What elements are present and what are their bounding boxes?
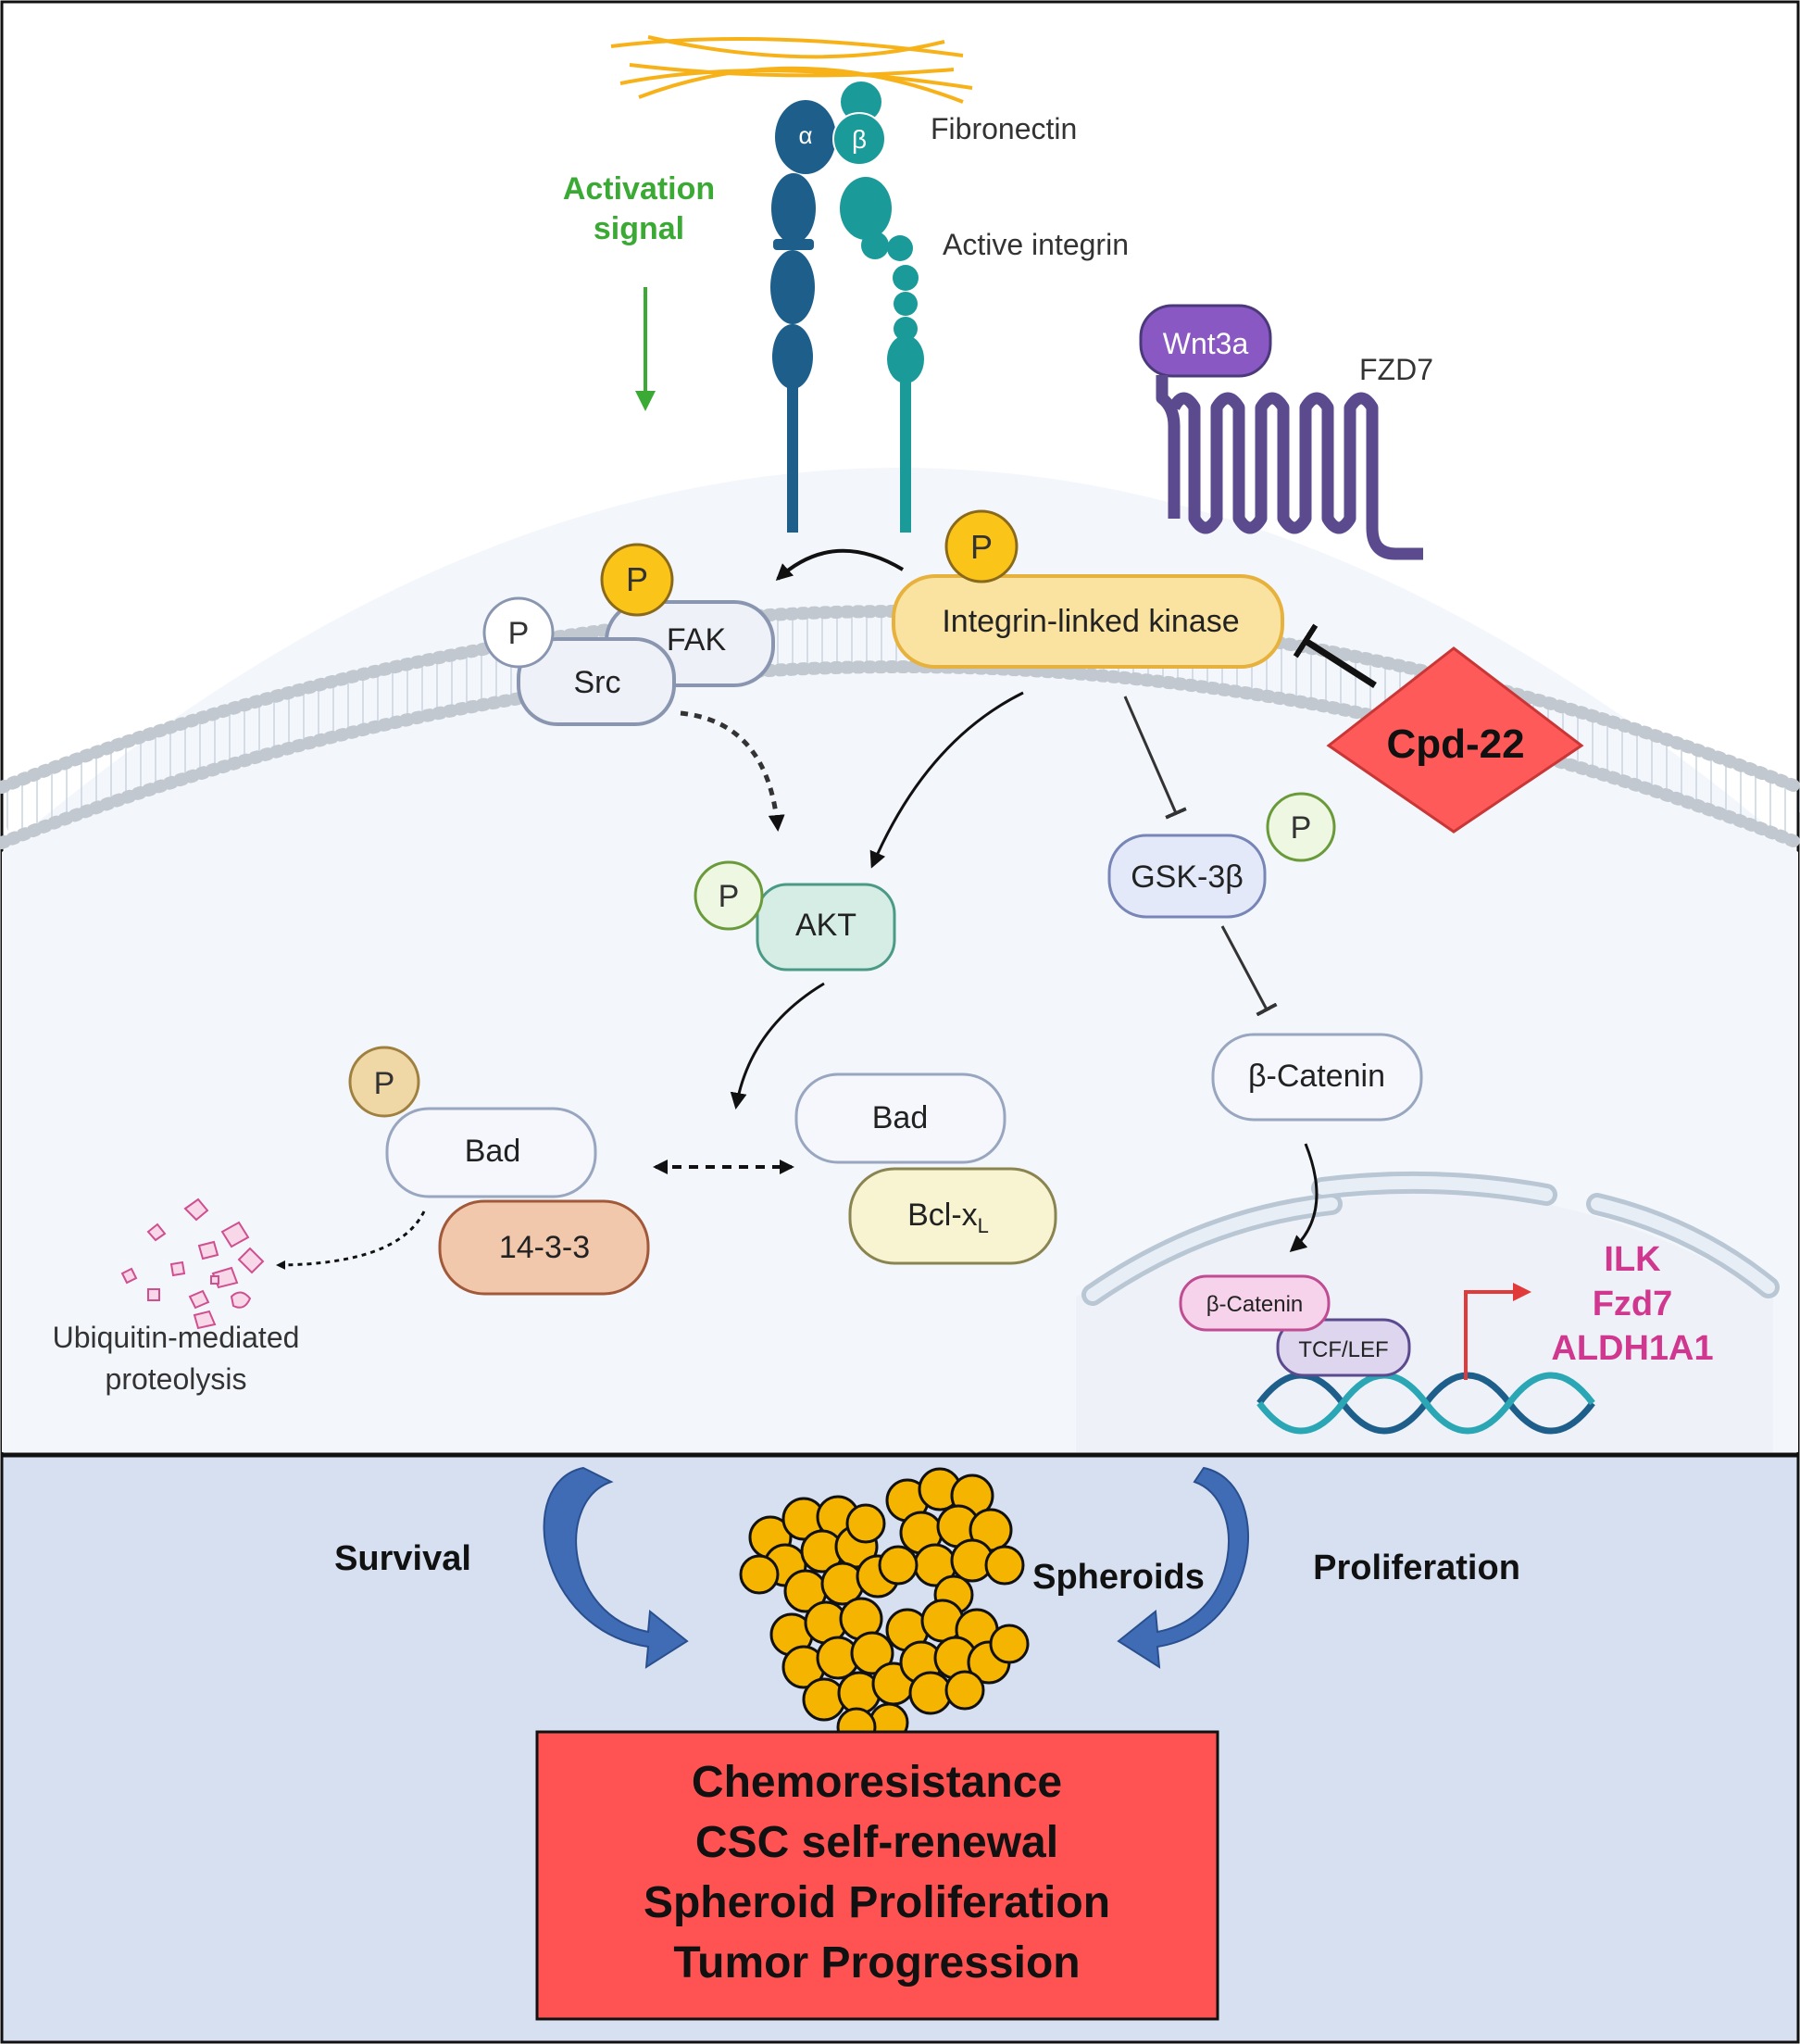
ilk-to-fak-arrow [775, 548, 905, 582]
akt-phospho-label: P [719, 879, 740, 914]
akt-phospho [694, 860, 764, 931]
gsk-label: GSK-3β [1131, 859, 1244, 895]
src-phospho [482, 596, 555, 669]
bad-box [794, 1072, 1006, 1164]
proliferation-curved-arrow [1117, 1466, 1250, 1669]
bad-phospho-box [385, 1107, 597, 1198]
ilk-box [892, 574, 1284, 669]
src-to-akt-arrow [680, 710, 785, 832]
akt-label: AKT [795, 908, 856, 943]
ilk-phospho-label: P [970, 528, 993, 566]
src-phospho-label: P [508, 616, 530, 651]
ilk-inhibit-gsk [1123, 696, 1187, 820]
active-integrin-label: Active integrin [943, 228, 1129, 261]
ilk-label: Integrin-linked kinase [942, 604, 1239, 639]
bad-phospho-label: Bad [465, 1134, 521, 1169]
activation-signal-line1: Activation [563, 171, 715, 207]
survival-label: Survival [334, 1539, 471, 1578]
integrin-beta [832, 82, 924, 533]
nuclear-envelope-inner [1086, 1175, 1775, 1301]
activation-signal-line2: signal [594, 211, 684, 246]
integrin-alpha-label: α [798, 121, 812, 149]
nuc-bcat-box [1179, 1274, 1331, 1332]
p1433-box [438, 1199, 650, 1296]
gsk-phospho-label: P [1291, 810, 1312, 846]
gsk-inhibit-bcat [1220, 925, 1278, 1017]
fak-phospho-label: P [626, 560, 648, 598]
bad-label: Bad [872, 1100, 929, 1135]
akt-box [756, 883, 896, 972]
ubiquitin-label-line1: Ubiquitin-mediated [53, 1321, 300, 1354]
akt-to-bad-arrow [730, 982, 825, 1110]
cpd22-label: Cpd-22 [1386, 721, 1524, 767]
gsk-phospho [1266, 792, 1336, 862]
fzd7-label: FZD7 [1359, 353, 1433, 386]
peptide-fragments [120, 1198, 265, 1330]
survival-curved-arrow [543, 1466, 689, 1669]
outcome-tumor-progression: Tumor Progression [673, 1938, 1080, 1988]
wnt3a-box [1139, 304, 1272, 378]
gene-aldh1a1: ALDH1A1 [1551, 1329, 1713, 1368]
integrin-beta-label: β [852, 125, 867, 154]
bcat-to-nucleus-arrow [1289, 1143, 1319, 1252]
bcl-label: Bcl-xL [907, 1198, 989, 1237]
fibronectin-fibers [610, 35, 973, 104]
dna-helix [1256, 1372, 1595, 1435]
fak-label: FAK [667, 622, 727, 658]
outcome-chemoresistance: Chemoresistance [692, 1758, 1062, 1807]
ilk-phospho [944, 509, 1019, 583]
bad-degradation-arrow [276, 1210, 426, 1270]
nucleus-interior [1076, 1192, 1773, 1452]
tcf-box [1276, 1318, 1411, 1377]
ubiquitin-label-line2: proteolysis [106, 1362, 247, 1396]
bcl-box [848, 1167, 1057, 1265]
integrin-alpha [770, 100, 836, 533]
gene-fzd7: Fzd7 [1593, 1285, 1673, 1323]
bcl-subscript: L [978, 1214, 989, 1237]
cpd22-inhibit [1293, 623, 1377, 688]
bcl-main: Bcl-x [907, 1198, 978, 1233]
cpd22-diamond [1326, 646, 1584, 834]
spheroid-clusters [739, 1467, 1030, 1748]
bcat-label: β-Catenin [1248, 1059, 1385, 1094]
fibronectin-label: Fibronectin [931, 112, 1077, 145]
wnt3a-label: Wnt3a [1163, 327, 1249, 360]
tcf-label: TCF/LEF [1298, 1337, 1388, 1362]
nuc-bcat-label: β-Catenin [1206, 1292, 1304, 1317]
ilk-to-akt-arrow [869, 691, 1024, 869]
gsk-box [1107, 834, 1267, 919]
p1433-label: 14-3-3 [499, 1230, 590, 1265]
gene-ilk: ILK [1604, 1240, 1661, 1279]
bad-phospho-p: P [374, 1066, 395, 1101]
outcome-spheroid-proliferation: Spheroid Proliferation [644, 1878, 1110, 1927]
transcription-arrow [1464, 1283, 1531, 1380]
outcome-box [535, 1730, 1219, 2021]
bad-phospho [348, 1046, 420, 1118]
outcome-csc-self-renewal: CSC self-renewal [695, 1818, 1058, 1867]
src-box [517, 637, 676, 726]
src-label: Src [574, 665, 621, 700]
bcat-box [1211, 1033, 1423, 1122]
proliferation-label: Proliferation [1313, 1549, 1520, 1587]
fak-phospho [600, 543, 674, 617]
spheroids-label: Spheroids [1032, 1558, 1205, 1597]
fzd7-receptor [1156, 375, 1423, 560]
